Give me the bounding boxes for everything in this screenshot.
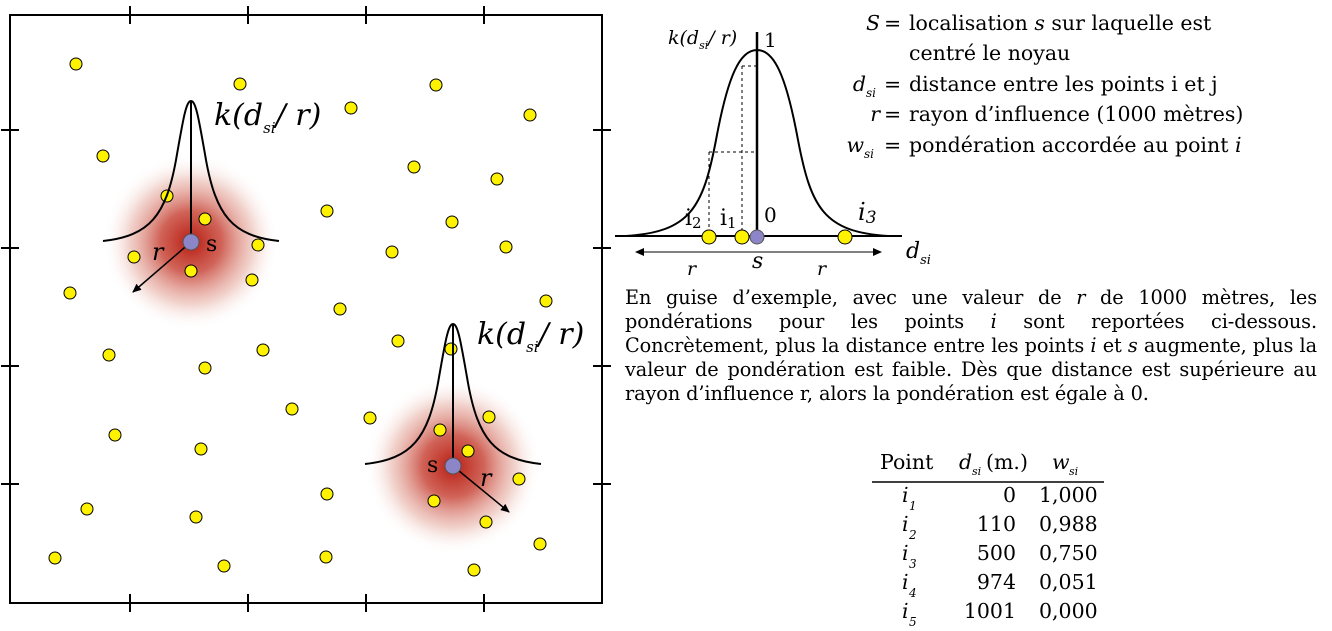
kernel-1: k(dsi/ r) s r — [102, 98, 321, 293]
kernel-center-2 — [444, 457, 462, 475]
cell-distance: 0 — [1003, 483, 1016, 507]
r-left-label: r — [687, 258, 698, 280]
zero-label: 0 — [764, 203, 777, 227]
legend: S = localisation s sur laquelle est cent… — [846, 11, 1243, 161]
radius-arrow-2 — [452, 465, 510, 513]
svg-text:r: r — [870, 102, 881, 126]
svg-text:centré le noyau: centré le noyau — [909, 41, 1070, 65]
study-area-map: k(dsi/ r) s r k(dsi/ r) s r — [1, 6, 611, 612]
svg-text:(m.): (m.) — [986, 450, 1028, 474]
cell-distance: 110 — [977, 512, 1016, 536]
svg-text:si: si — [1069, 465, 1078, 478]
cell-distance: 974 — [977, 570, 1016, 594]
cell-point: i — [902, 570, 909, 594]
cell-point: i — [902, 599, 909, 623]
radius-arrow-1 — [132, 241, 192, 293]
map-frame — [9, 14, 603, 604]
cell-weight: 0,000 — [1039, 599, 1098, 623]
cell-weight: 1,000 — [1039, 483, 1098, 507]
cell-distance: 500 — [977, 541, 1016, 565]
svg-text:=: = — [884, 72, 901, 96]
legend-row-r: r = rayon d’influence (1000 mètres) — [870, 102, 1243, 126]
radius-label-1: r — [152, 238, 165, 266]
svg-text:pondération accordée au point: pondération accordée au point i — [909, 133, 1242, 157]
kernel-center-1 — [182, 233, 200, 251]
svg-text:S: S — [866, 11, 880, 35]
kernel-label-2: k(dsi/ r) — [477, 317, 584, 356]
guide-lines — [708, 65, 757, 236]
kernel-label-1: k(dsi/ r) — [214, 98, 321, 137]
cell-point-sub: 5 — [909, 615, 917, 629]
label-i3: i3 — [858, 198, 877, 228]
kernel-profile: k(dsi/ r) 1 0 i2 i1 i3 s r r dsi — [615, 27, 931, 280]
cell-point-sub: 2 — [908, 528, 917, 542]
cell-weight: 0,051 — [1039, 570, 1098, 594]
center-label-2: s — [427, 453, 438, 478]
svg-text:w: w — [1052, 450, 1070, 474]
x-axis-label: dsi — [906, 239, 931, 268]
event-points — [48, 57, 553, 577]
svg-text:d: d — [853, 72, 866, 96]
map-ticks — [1, 6, 611, 612]
cell-weight: 0,750 — [1039, 541, 1098, 565]
cell-point: i — [902, 483, 909, 507]
label-i2: i2 — [685, 206, 702, 232]
cell-distance: 1001 — [964, 599, 1016, 623]
cell-point-sub: 1 — [909, 499, 917, 513]
radius-label-2: r — [480, 464, 493, 492]
center-label-1: s — [206, 232, 217, 257]
cell-point-sub: 4 — [908, 586, 917, 600]
svg-text:distance entre les points i et: distance entre les points i et j — [909, 72, 1218, 96]
svg-text:si: si — [866, 86, 876, 100]
svg-text:w: w — [846, 133, 864, 157]
legend-row-s: S = localisation s sur laquelle est cent… — [866, 11, 1212, 65]
svg-text:Point: Point — [880, 450, 934, 474]
peak-label: 1 — [764, 28, 777, 52]
svg-text:=: = — [884, 11, 901, 35]
svg-text:rayon d’influence (1000 mètres: rayon d’influence (1000 mètres) — [909, 102, 1243, 126]
s-axis-label: s — [752, 249, 763, 274]
profile-point-i3 — [837, 229, 853, 245]
cell-point-sub: 3 — [909, 557, 917, 571]
legend-row-dsi: d si = distance entre les points i et j — [853, 72, 1218, 100]
cell-point: i — [902, 541, 909, 565]
svg-text:si: si — [972, 465, 981, 478]
cell-weight: 0,988 — [1039, 512, 1098, 536]
profile-y-label: k(dsi/ r) — [668, 27, 737, 52]
legend-row-wsi: w si = pondération accordée au point i — [846, 133, 1241, 161]
r-right-label: r — [817, 258, 828, 280]
kernel-2: k(dsi/ r) s r — [364, 317, 584, 513]
explanation-paragraph: En guise d’exemple, avec une valeur de r… — [625, 286, 1317, 405]
label-i1: i1 — [720, 206, 737, 232]
profile-point-s — [749, 229, 765, 245]
svg-text:=: = — [884, 133, 901, 157]
svg-text:=: = — [884, 102, 901, 126]
svg-text:si: si — [864, 147, 874, 161]
table-header: Point d si (m.) w si — [880, 450, 1078, 478]
profile-point-i1 — [734, 229, 750, 245]
svg-text:localisation s sur laquelle es: localisation s sur laquelle est — [909, 11, 1212, 35]
profile-point-i2 — [701, 229, 717, 245]
cell-point: i — [902, 512, 909, 536]
svg-text:d: d — [959, 450, 972, 474]
